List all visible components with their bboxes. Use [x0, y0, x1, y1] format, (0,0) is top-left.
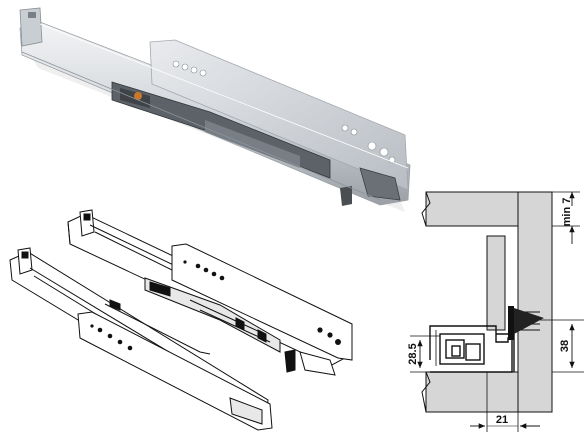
dimension-width-bottom: 21 [470, 372, 540, 432]
drawer-bottom-panel [425, 371, 519, 413]
cross-section-drawing: min 7 38 28.5 21 [407, 191, 584, 432]
dimension-min-gap: min 7 [552, 191, 580, 244]
runner-photo [19, 7, 411, 212]
runner-line-drawing-lower [9, 247, 273, 431]
cabinet-side-wall [517, 191, 553, 413]
runner-line-drawing [9, 209, 353, 431]
dimension-width-bottom-label: 21 [496, 414, 508, 426]
dimension-height-small-label: 28.5 [407, 343, 419, 364]
screw-icon [508, 306, 544, 340]
dimension-height-large-label: 38 [559, 340, 571, 352]
runner-line-drawing-upper [67, 209, 353, 376]
dimension-height-small: 28.5 [407, 335, 440, 373]
dimension-min-gap-label: min 7 [561, 198, 573, 227]
dimension-height-large: 38 [540, 319, 584, 373]
cabinet-top-panel [425, 191, 519, 227]
runner-profile [429, 325, 515, 373]
drawer-side-panel [486, 235, 506, 331]
